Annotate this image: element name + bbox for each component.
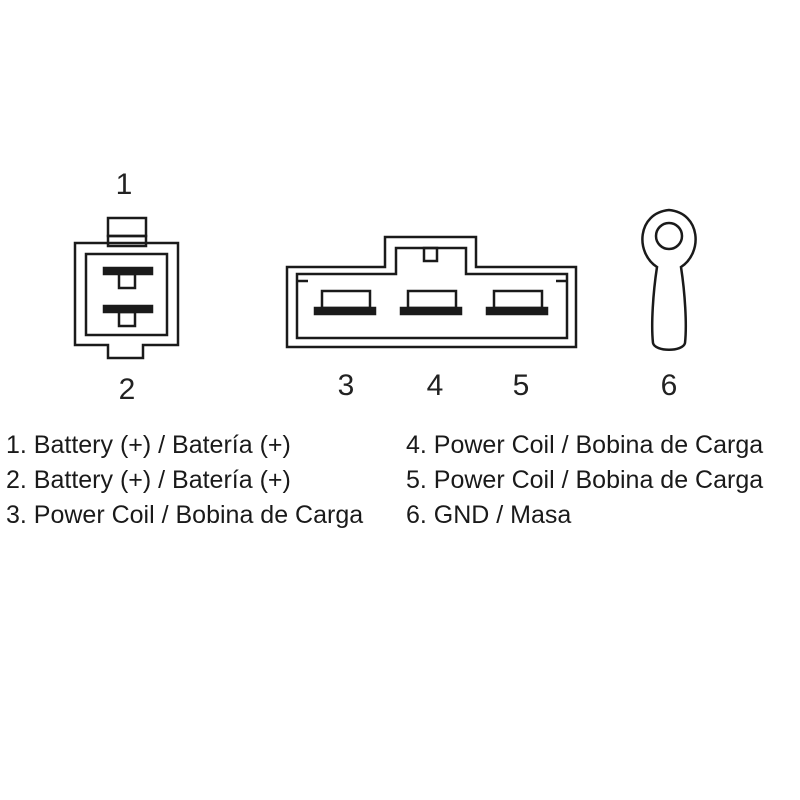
ring-hole bbox=[654, 221, 684, 251]
legend-item-6: 6. GND / Masa bbox=[406, 501, 572, 529]
three-pin-connector bbox=[285, 235, 578, 349]
legend-item-1: 1. Battery (+) / Batería (+) bbox=[6, 431, 291, 459]
pin-numbers: 1 2 3 4 5 6 bbox=[116, 168, 678, 406]
pin-label-2: 2 bbox=[119, 373, 136, 406]
pin-4-terminal bbox=[406, 289, 458, 310]
legend-item-3: 3. Power Coil / Bobina de Carga bbox=[6, 501, 364, 529]
pin-5-terminal bbox=[492, 289, 544, 310]
pin-3-terminal bbox=[320, 289, 372, 310]
pin-label-6: 6 bbox=[661, 369, 678, 402]
legend-right-column: 4. Power Coil / Bobina de Carga 5. Power… bbox=[406, 428, 763, 533]
ring-terminal bbox=[641, 208, 697, 351]
legend-item-5: 5. Power Coil / Bobina de Carga bbox=[406, 466, 764, 494]
connector-latch bbox=[106, 216, 148, 238]
legend-item-4: 4. Power Coil / Bobina de Carga bbox=[406, 431, 764, 459]
pin-label-3: 3 bbox=[338, 369, 355, 402]
pin-label-4: 4 bbox=[427, 369, 444, 402]
pin-label-5: 5 bbox=[513, 369, 530, 402]
pin-label-1: 1 bbox=[116, 168, 133, 201]
legend-left-column: 1. Battery (+) / Batería (+) 2. Battery … bbox=[6, 428, 363, 533]
connector-diagram: 1 2 3 4 5 6 bbox=[73, 168, 697, 406]
two-pin-connector bbox=[73, 216, 180, 360]
legend-item-2: 2. Battery (+) / Batería (+) bbox=[6, 466, 291, 494]
